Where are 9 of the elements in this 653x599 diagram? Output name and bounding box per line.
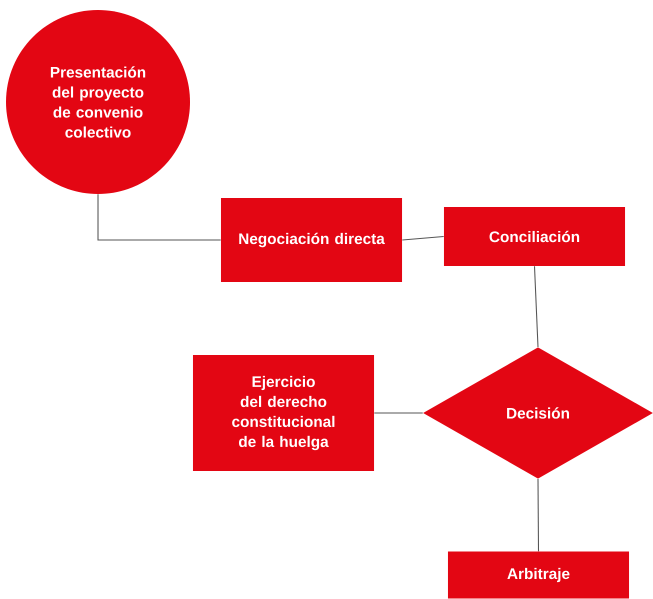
process-box: Conciliación [444,207,626,266]
process-box: Negociación directa [220,198,402,282]
process-box: Ejercicio del derecho constitucional de la huelga [192,355,374,471]
connector-line [402,236,444,241]
connector-line [534,266,539,348]
process-box: Arbitraje [448,552,630,598]
connector-line [97,194,221,241]
connector-line [537,478,540,552]
connector-line [374,412,423,414]
